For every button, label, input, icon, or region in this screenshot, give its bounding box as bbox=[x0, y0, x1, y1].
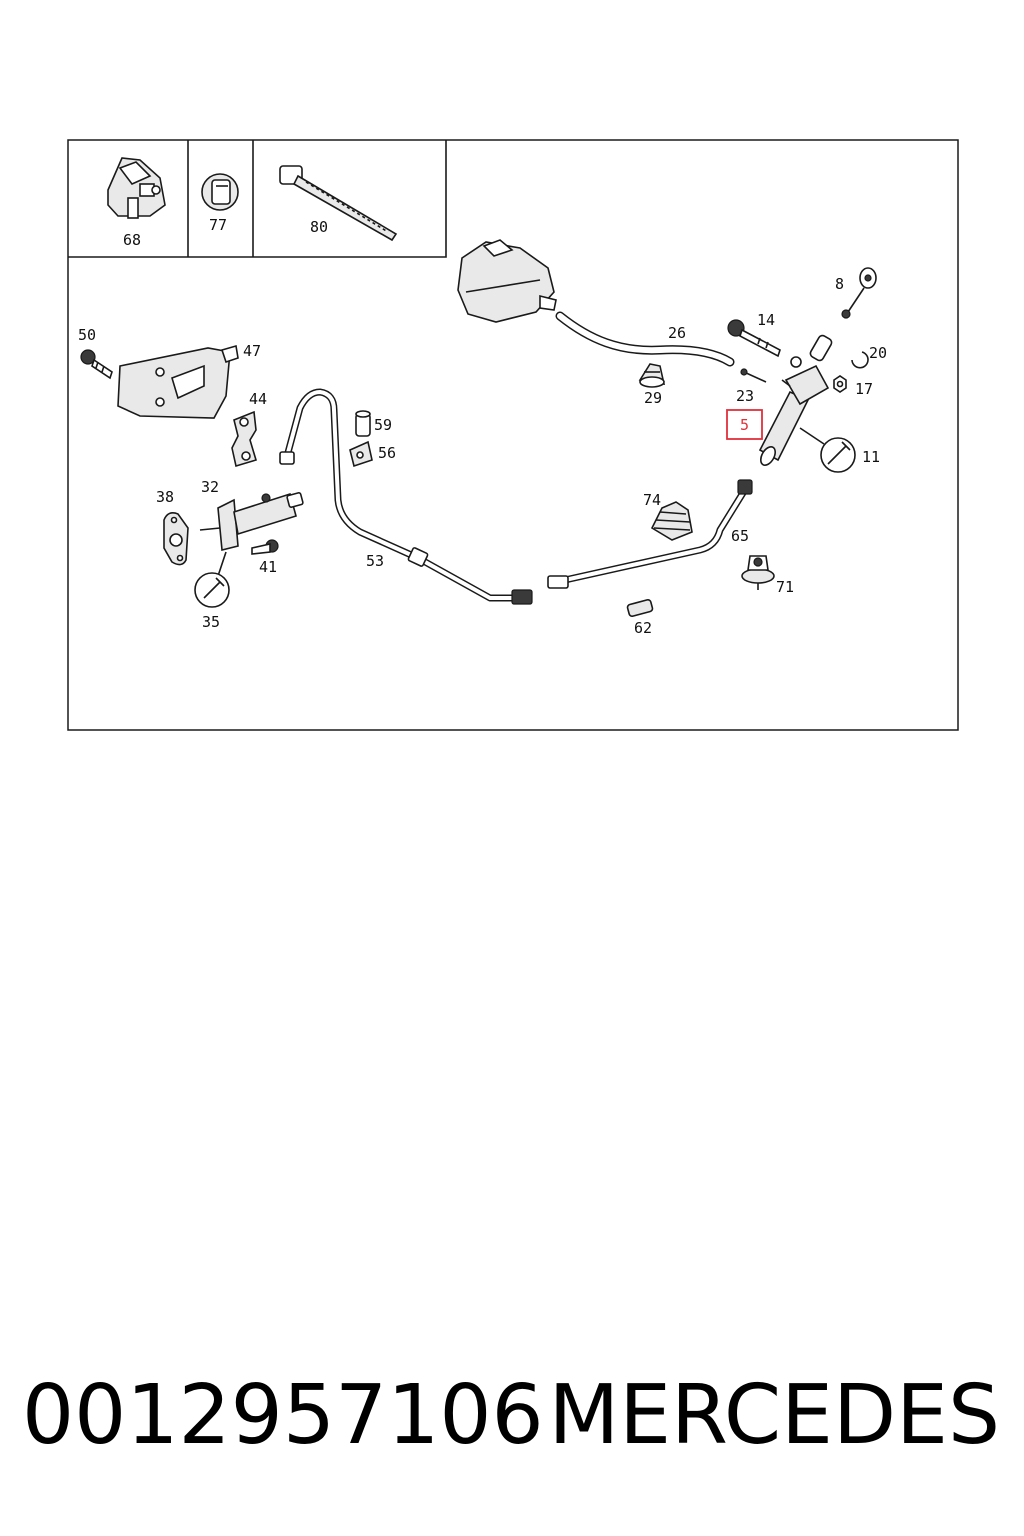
part-8-pushrod[interactable] bbox=[841, 267, 877, 319]
inset-panel bbox=[68, 140, 447, 258]
callout-5: 5 bbox=[740, 416, 749, 434]
part-41-bolt[interactable] bbox=[251, 539, 279, 555]
part-17-nut[interactable] bbox=[833, 375, 847, 393]
callout-47: 47 bbox=[243, 342, 261, 360]
callout-17: 17 bbox=[855, 380, 873, 398]
callout-77: 77 bbox=[209, 216, 227, 234]
callout-59: 59 bbox=[374, 416, 392, 434]
part-26-hose[interactable] bbox=[555, 311, 735, 367]
part-35-tool-symbol bbox=[194, 551, 230, 608]
callout-56: 56 bbox=[378, 444, 396, 462]
callout-8: 8 bbox=[835, 275, 844, 293]
part-number: 0012957106 bbox=[22, 1368, 544, 1463]
callout-14: 14 bbox=[757, 311, 775, 329]
part-11-tool-symbol bbox=[799, 427, 856, 473]
diagram-frame bbox=[67, 139, 959, 731]
part-65-pipe[interactable] bbox=[547, 479, 753, 589]
callout-53: 53 bbox=[366, 552, 384, 570]
callout-80: 80 bbox=[310, 218, 328, 236]
callout-35: 35 bbox=[202, 613, 220, 631]
callout-29: 29 bbox=[644, 389, 662, 407]
part-68-bracket[interactable] bbox=[107, 157, 166, 219]
fluid-reservoir[interactable] bbox=[457, 239, 557, 323]
callout-32: 32 bbox=[201, 478, 219, 496]
part-74-boot[interactable] bbox=[650, 501, 693, 541]
part-29-grommet[interactable] bbox=[638, 363, 666, 388]
part-47-bracket[interactable] bbox=[117, 344, 239, 419]
part-59-bushing[interactable] bbox=[355, 410, 371, 437]
callout-26: 26 bbox=[668, 324, 686, 342]
callout-74: 74 bbox=[643, 491, 661, 509]
part-32-slave-cylinder[interactable] bbox=[199, 492, 304, 552]
part-20-circlip[interactable] bbox=[851, 351, 869, 369]
callout-41: 41 bbox=[259, 558, 277, 576]
highlight-box-part-5 bbox=[726, 409, 763, 440]
part-5-master-cylinder[interactable] bbox=[758, 334, 833, 468]
part-23-screw[interactable] bbox=[740, 368, 767, 383]
part-71-mount[interactable] bbox=[741, 555, 775, 590]
callout-38: 38 bbox=[156, 488, 174, 506]
footer: 0012957106 MERCEDES bbox=[0, 1368, 1024, 1468]
callout-23: 23 bbox=[736, 387, 754, 405]
part-77-clip[interactable] bbox=[201, 173, 239, 211]
callout-71: 71 bbox=[776, 578, 794, 596]
part-50-bolt[interactable] bbox=[80, 349, 113, 380]
part-14-bolt[interactable] bbox=[727, 319, 781, 358]
part-56-clip[interactable] bbox=[349, 440, 373, 468]
callout-11: 11 bbox=[862, 448, 880, 466]
callout-50: 50 bbox=[78, 326, 96, 344]
part-38-gasket[interactable] bbox=[163, 512, 189, 566]
callout-44: 44 bbox=[249, 390, 267, 408]
part-53-pipe[interactable] bbox=[279, 388, 533, 605]
callout-68: 68 bbox=[123, 231, 141, 249]
part-62-sleeve[interactable] bbox=[626, 598, 654, 618]
callout-labels: 68 77 80 50 47 44 59 56 26 29 14 8 20 17… bbox=[78, 216, 887, 637]
callout-20: 20 bbox=[869, 344, 887, 362]
callout-62: 62 bbox=[634, 619, 652, 637]
part-80-cable-tie[interactable] bbox=[279, 165, 398, 242]
brand-name: MERCEDES bbox=[548, 1368, 1000, 1463]
part-44-clamp[interactable] bbox=[231, 410, 257, 468]
callout-65: 65 bbox=[731, 527, 749, 545]
